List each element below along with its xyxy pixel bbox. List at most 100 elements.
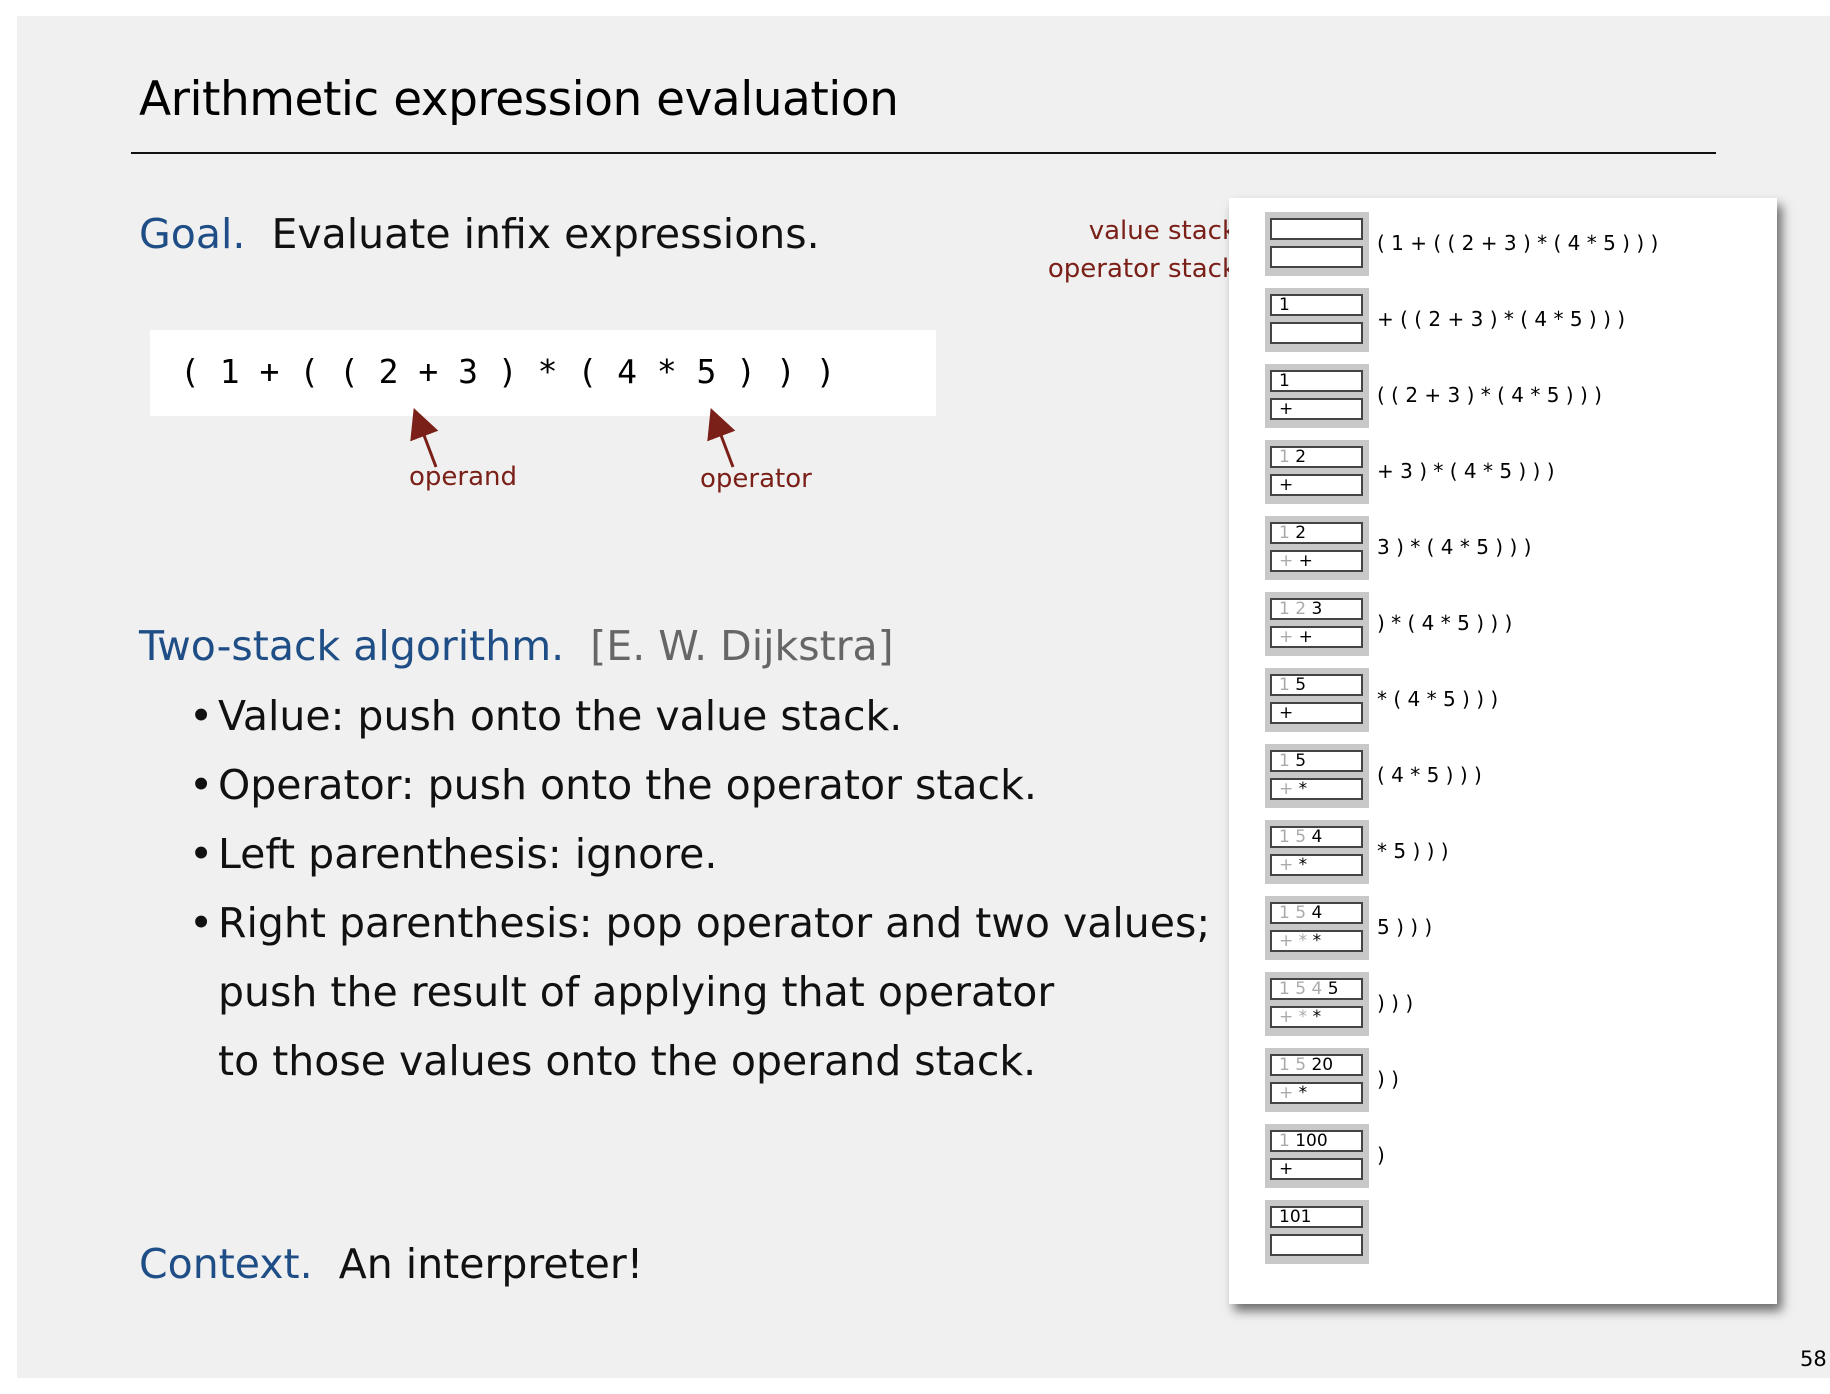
operator-stack-box xyxy=(1270,474,1363,496)
remaining-input: ) xyxy=(1377,1143,1385,1167)
value-entry: 1 xyxy=(1279,295,1290,315)
operator-stack-box xyxy=(1270,854,1363,876)
bullet-right-paren-cont: to those values onto the operand stack. xyxy=(218,1037,1037,1085)
operator-entry: + xyxy=(1279,551,1294,571)
value-entry: 1 xyxy=(1279,903,1290,923)
algorithm-attribution: [E. W. Dijkstra] xyxy=(590,622,894,670)
value-entry: 20 xyxy=(1311,1055,1334,1075)
value-stack-contents: 1 100 xyxy=(1279,1132,1328,1150)
expression-text: ( 1 + ( ( 2 + 3 ) * ( 4 * 5 ) ) ) xyxy=(180,352,836,391)
value-stack-box xyxy=(1270,674,1363,696)
remaining-input: ( 1 + ( ( 2 + 3 ) * ( 4 * 5 ) ) ) xyxy=(1377,231,1659,255)
trace-stack-cell: 1 100 + xyxy=(1265,1124,1369,1188)
operand-arrow xyxy=(410,407,439,468)
operator-entry: + xyxy=(1279,779,1294,799)
bullet-operator: Operator: push onto the operator stack. xyxy=(218,761,1037,809)
operator-arrow xyxy=(707,407,736,468)
value-entry: 3 xyxy=(1311,599,1323,619)
value-entry: 101 xyxy=(1279,1207,1312,1227)
value-stack-contents: 101 xyxy=(1279,1208,1311,1226)
value-entry: 2 xyxy=(1295,447,1307,467)
operator-entry: + xyxy=(1279,1159,1294,1179)
value-entry: 1 xyxy=(1279,1131,1290,1151)
operator-stack-contents: + xyxy=(1279,476,1293,494)
value-stack-contents: 1 xyxy=(1279,372,1290,390)
value-stack-contents: 1 5 20 xyxy=(1279,1056,1333,1074)
bullet-value: Value: push onto the value stack. xyxy=(218,692,903,740)
operator-stack-contents: + + xyxy=(1279,552,1313,570)
value-entry: 5 xyxy=(1295,1055,1307,1075)
operator-stack-box xyxy=(1270,322,1363,344)
operator-entry: * xyxy=(1298,779,1308,799)
algorithm-label: Two-stack algorithm. xyxy=(139,622,565,670)
operator-entry: * xyxy=(1298,1007,1308,1027)
trace-stack-cell: 1 5+ * xyxy=(1265,744,1369,808)
operator-stack-contents: + xyxy=(1279,400,1293,418)
operator-entry: * xyxy=(1312,931,1322,951)
value-stack-contents: 1 5 4 xyxy=(1279,904,1322,922)
context-label: Context. xyxy=(139,1240,313,1288)
value-entry: 1 xyxy=(1279,675,1290,695)
value-stack-box xyxy=(1270,446,1363,468)
value-entry: 5 xyxy=(1327,979,1339,999)
operator-entry: + xyxy=(1279,931,1294,951)
remaining-input: ) ) xyxy=(1377,1067,1399,1091)
operator-entry: + xyxy=(1279,475,1294,495)
value-entry: 1 xyxy=(1279,979,1290,999)
trace-stack-cell: 1 5 + xyxy=(1265,668,1369,732)
value-stack-contents: 1 5 xyxy=(1279,676,1306,694)
trace-stack-cell: 1 xyxy=(1265,288,1369,352)
goal-line: Goal. Evaluate infix expressions. xyxy=(139,210,820,258)
operator-stack-contents: + * * xyxy=(1279,1008,1321,1026)
operator-stack-box xyxy=(1270,626,1363,648)
operator-stack-box xyxy=(1270,1234,1363,1256)
trace-stack-cell: 1 2 3 + + xyxy=(1265,592,1369,656)
annotation-arrows xyxy=(410,407,736,468)
value-entry: 5 xyxy=(1295,827,1307,847)
remaining-input: * ( 4 * 5 ) ) ) xyxy=(1377,687,1499,711)
trace-stack-cell xyxy=(1265,212,1369,276)
value-stack-box xyxy=(1270,750,1363,772)
operator-entry: * xyxy=(1298,855,1308,875)
value-stack-box xyxy=(1270,522,1363,544)
value-stack-box xyxy=(1270,902,1363,924)
value-stack-contents: 1 2 3 xyxy=(1279,600,1322,618)
value-stack-box xyxy=(1270,598,1363,620)
operator-entry: + xyxy=(1279,703,1294,723)
value-entry: 1 xyxy=(1279,751,1290,771)
value-stack-contents: 1 2 xyxy=(1279,524,1306,542)
expression-box xyxy=(150,330,936,416)
value-stack-contents: 1 5 4 xyxy=(1279,828,1322,846)
value-entry: 1 xyxy=(1279,371,1290,391)
bullet-left-paren: Left parenthesis: ignore. xyxy=(218,830,718,878)
context-text: An interpreter! xyxy=(338,1240,644,1288)
value-entry: 1 xyxy=(1279,1055,1290,1075)
goal-text: Evaluate infix expressions. xyxy=(271,210,820,258)
remaining-input: 5 ) ) ) xyxy=(1377,915,1433,939)
operator-entry: + xyxy=(1279,855,1294,875)
bullet-marker: • xyxy=(189,761,214,809)
value-entry: 5 xyxy=(1295,751,1307,771)
value-entry: 1 xyxy=(1279,827,1290,847)
operator-entry: + xyxy=(1279,1083,1294,1103)
remaining-input: + 3 ) * ( 4 * 5 ) ) ) xyxy=(1377,459,1555,483)
operator-stack-contents: + xyxy=(1279,1160,1293,1178)
operator-stack-box xyxy=(1270,1006,1363,1028)
value-stack-box xyxy=(1270,826,1363,848)
operator-entry: * xyxy=(1298,1083,1308,1103)
operator-stack-box xyxy=(1270,550,1363,572)
operator-stack-contents: + xyxy=(1279,704,1293,722)
value-entry: 2 xyxy=(1295,599,1307,619)
trace-stack-cell: 1 5 4 + * xyxy=(1265,820,1369,884)
context-line: Context. An interpreter! xyxy=(139,1240,643,1288)
remaining-input: ) ) ) xyxy=(1377,991,1414,1015)
operand-label: operand xyxy=(409,462,518,492)
operator-entry: + xyxy=(1298,627,1313,647)
remaining-input: ( ( 2 + 3 ) * ( 4 * 5 ) ) ) xyxy=(1377,383,1602,407)
value-entry: 1 xyxy=(1279,447,1290,467)
operator-entry: + xyxy=(1279,627,1294,647)
operator-entry: * xyxy=(1312,1007,1322,1027)
bullet-right-paren: Right parenthesis: pop operator and two … xyxy=(218,899,1211,947)
operator-stack-box xyxy=(1270,398,1363,420)
value-stack-box xyxy=(1270,978,1363,1000)
